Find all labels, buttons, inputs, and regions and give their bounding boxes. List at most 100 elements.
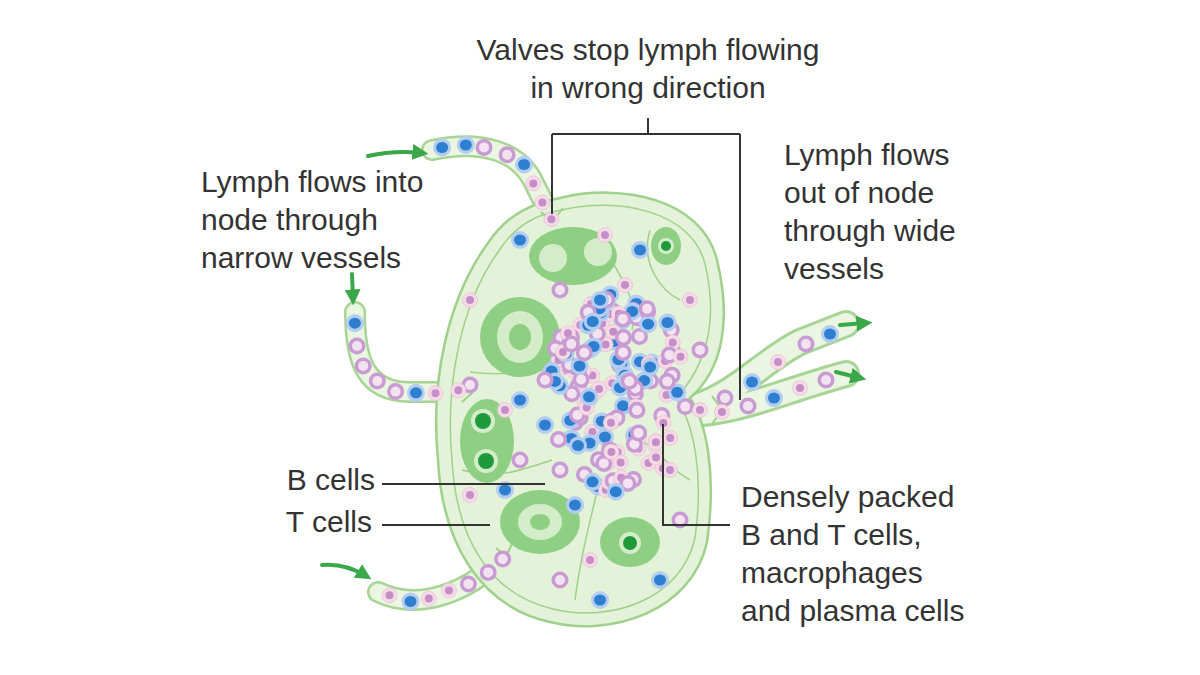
purple-cell: [460, 575, 477, 592]
cell-body: [451, 383, 466, 398]
cell-body: [498, 403, 513, 418]
cell-nucleus: [515, 455, 525, 465]
cell-body: [457, 136, 475, 154]
cell-nucleus: [801, 339, 811, 349]
cell-nucleus: [352, 341, 362, 351]
cell-nucleus: [623, 478, 633, 488]
cell-nucleus: [594, 595, 606, 606]
purple-cell: [818, 372, 835, 389]
cell-body: [641, 358, 659, 376]
cell-body: [421, 591, 436, 606]
cell-body: [743, 373, 761, 391]
cell-nucleus: [555, 575, 565, 585]
flow-arrow: [836, 372, 860, 378]
pink-cell: [382, 588, 397, 603]
follicle-core: [623, 536, 637, 550]
follicle-core: [475, 413, 491, 429]
cell-body: [584, 473, 602, 491]
cell-label: B cells: [255, 461, 375, 499]
pink-cell: [663, 431, 678, 446]
cell-body: [499, 146, 516, 163]
cell-nucleus: [680, 402, 690, 412]
cell-body: [584, 313, 602, 331]
follicles: [460, 227, 681, 567]
cell-body: [463, 488, 478, 503]
follicle-core: [661, 241, 671, 251]
cell-nucleus: [632, 405, 642, 415]
cell-nucleus: [669, 338, 677, 346]
pink-cell: [618, 278, 633, 293]
cell-body: [591, 291, 609, 309]
cell-body: [615, 344, 632, 361]
cell-nucleus: [466, 296, 474, 304]
purple-cell: [576, 344, 593, 361]
cell-nucleus: [501, 406, 509, 414]
pink-cell: [451, 383, 466, 398]
blue-cell: [402, 592, 420, 610]
capsule-outline: [436, 193, 724, 627]
cell-nucleus: [695, 345, 705, 355]
cell-nucleus: [554, 435, 564, 445]
cell-nucleus: [720, 393, 730, 403]
cell-nucleus: [617, 458, 625, 466]
cell-body: [428, 386, 443, 401]
blue-cell: [407, 384, 425, 402]
cell-body: [798, 336, 815, 353]
cell-body: [648, 435, 663, 450]
pink-cell: [526, 176, 541, 191]
follicle: [600, 517, 660, 567]
cell-body: [387, 383, 404, 400]
cell-nucleus: [621, 281, 629, 289]
cell-nucleus: [587, 476, 599, 487]
cell-body: [630, 424, 647, 441]
cell-nucleus: [572, 440, 584, 451]
callout-text: Lymph flows into node through narrow ves…: [201, 163, 441, 277]
cell-nucleus: [576, 375, 586, 385]
cell-nucleus: [746, 377, 758, 388]
cell-nucleus: [514, 235, 526, 246]
cell-nucleus: [410, 387, 422, 398]
cell-nucleus: [634, 428, 644, 438]
cell-body: [476, 139, 493, 156]
cell-body: [512, 452, 529, 469]
blue-cell: [631, 241, 649, 259]
cell-body: [765, 389, 783, 407]
pink-cell: [442, 583, 457, 598]
purple-cell: [552, 282, 569, 299]
cell-nucleus: [555, 285, 565, 295]
follicle: [529, 227, 617, 285]
callout-text: Valves stop lymph flowing in wrong direc…: [468, 31, 828, 107]
blue-cell: [591, 591, 609, 609]
pink-cell: [498, 403, 513, 418]
cell-nucleus: [718, 408, 726, 416]
cell-body: [614, 310, 631, 327]
germinal-centre: [658, 238, 674, 254]
purple-cell: [798, 336, 815, 353]
purple-cell: [494, 551, 511, 568]
pink-cell: [463, 293, 478, 308]
cell-body: [402, 592, 420, 610]
leader-line: [663, 424, 730, 525]
germinal-centre: [518, 504, 562, 540]
cell-body: [349, 338, 366, 355]
purple-cell: [615, 329, 632, 346]
pink-cell: [604, 415, 619, 430]
cell-nucleus: [686, 296, 694, 304]
cell-body: [535, 195, 550, 210]
follicle-core: [530, 514, 550, 530]
cell-body: [591, 591, 609, 609]
germinal-centre: [474, 449, 498, 473]
cell-nucleus: [821, 375, 831, 385]
cell-nucleus: [618, 347, 628, 357]
blue-cell: [584, 473, 602, 491]
cell-body: [433, 139, 451, 157]
cell-nucleus: [618, 314, 628, 324]
purple-cell: [614, 310, 631, 327]
blue-cell: [639, 315, 657, 333]
blue-cell: [536, 416, 554, 434]
cell-body: [740, 398, 757, 415]
cell-nucleus: [696, 406, 704, 414]
cell-body: [683, 293, 698, 308]
cell-nucleus: [460, 140, 472, 151]
cell-body: [607, 483, 625, 501]
